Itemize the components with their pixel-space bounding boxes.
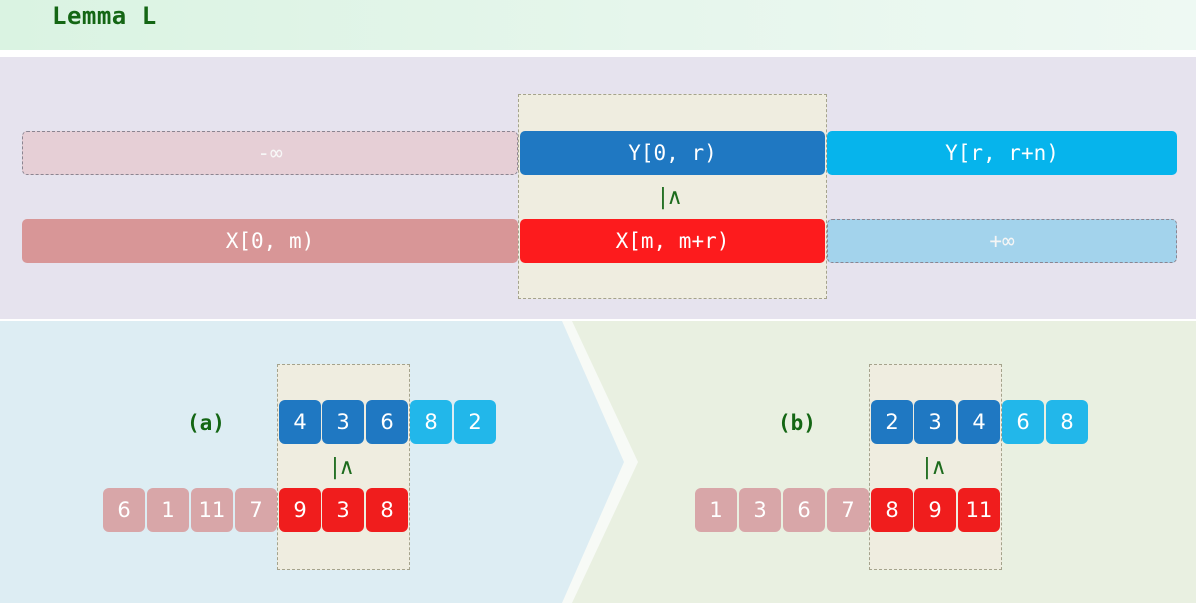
y-second-label: Y[r, r+n): [945, 141, 1059, 165]
example-a-relation: |∧: [331, 455, 355, 480]
neg-infinity-label: -∞: [257, 141, 283, 165]
example-a-label: (a): [187, 411, 225, 435]
header-banner: Lemma L: [0, 0, 1196, 50]
example-a-highlight-box: [277, 364, 410, 570]
example-b-y-cell: 6: [1002, 400, 1044, 444]
x-first-label: X[0, m): [225, 229, 315, 253]
example-a-x-cell: 3: [322, 488, 364, 532]
example-b-x-cell: 3: [739, 488, 781, 532]
example-b-x-cell: 11: [958, 488, 1000, 532]
example-a-y-cell: 2: [454, 400, 496, 444]
example-b-label: (b): [778, 411, 816, 435]
example-a-x-cell: 1: [147, 488, 189, 532]
example-a-y-cell: 3: [322, 400, 364, 444]
y-first-bar: Y[0, r): [520, 131, 825, 175]
x-second-label: X[m, m+r): [615, 229, 730, 253]
y-second-bar: Y[r, r+n): [827, 131, 1177, 175]
example-a-x-cell: 9: [279, 488, 321, 532]
example-b-x-cell: 6: [783, 488, 825, 532]
example-a-x-cell: 7: [235, 488, 277, 532]
lemma-highlight-box: [518, 94, 827, 299]
x-first-bar: X[0, m): [22, 219, 518, 263]
pos-infinity-bar: +∞: [827, 219, 1177, 263]
example-a-y-cell: 4: [279, 400, 321, 444]
example-b-x-cell: 8: [871, 488, 913, 532]
example-b-highlight-box: [869, 364, 1002, 570]
example-b-y-cell: 3: [914, 400, 956, 444]
lemma-relation: |∧: [659, 185, 683, 210]
neg-infinity-bar: -∞: [22, 131, 518, 175]
example-a-x-cell: 8: [366, 488, 408, 532]
example-b-y-cell: 2: [871, 400, 913, 444]
example-b-y-cell: 4: [958, 400, 1000, 444]
example-b-x-cell: 7: [827, 488, 869, 532]
pos-infinity-label: +∞: [989, 229, 1015, 253]
x-second-bar: X[m, m+r): [520, 219, 825, 263]
example-a-y-cell: 6: [366, 400, 408, 444]
page-title: Lemma L: [52, 2, 157, 30]
example-b-x-cell: 1: [695, 488, 737, 532]
example-b-x-cell: 9: [914, 488, 956, 532]
example-b-relation: |∧: [923, 455, 947, 480]
example-b-y-cell: 8: [1046, 400, 1088, 444]
y-first-label: Y[0, r): [628, 141, 717, 165]
example-a-x-cell: 11: [191, 488, 233, 532]
example-a-x-cell: 6: [103, 488, 145, 532]
example-a-y-cell: 8: [410, 400, 452, 444]
